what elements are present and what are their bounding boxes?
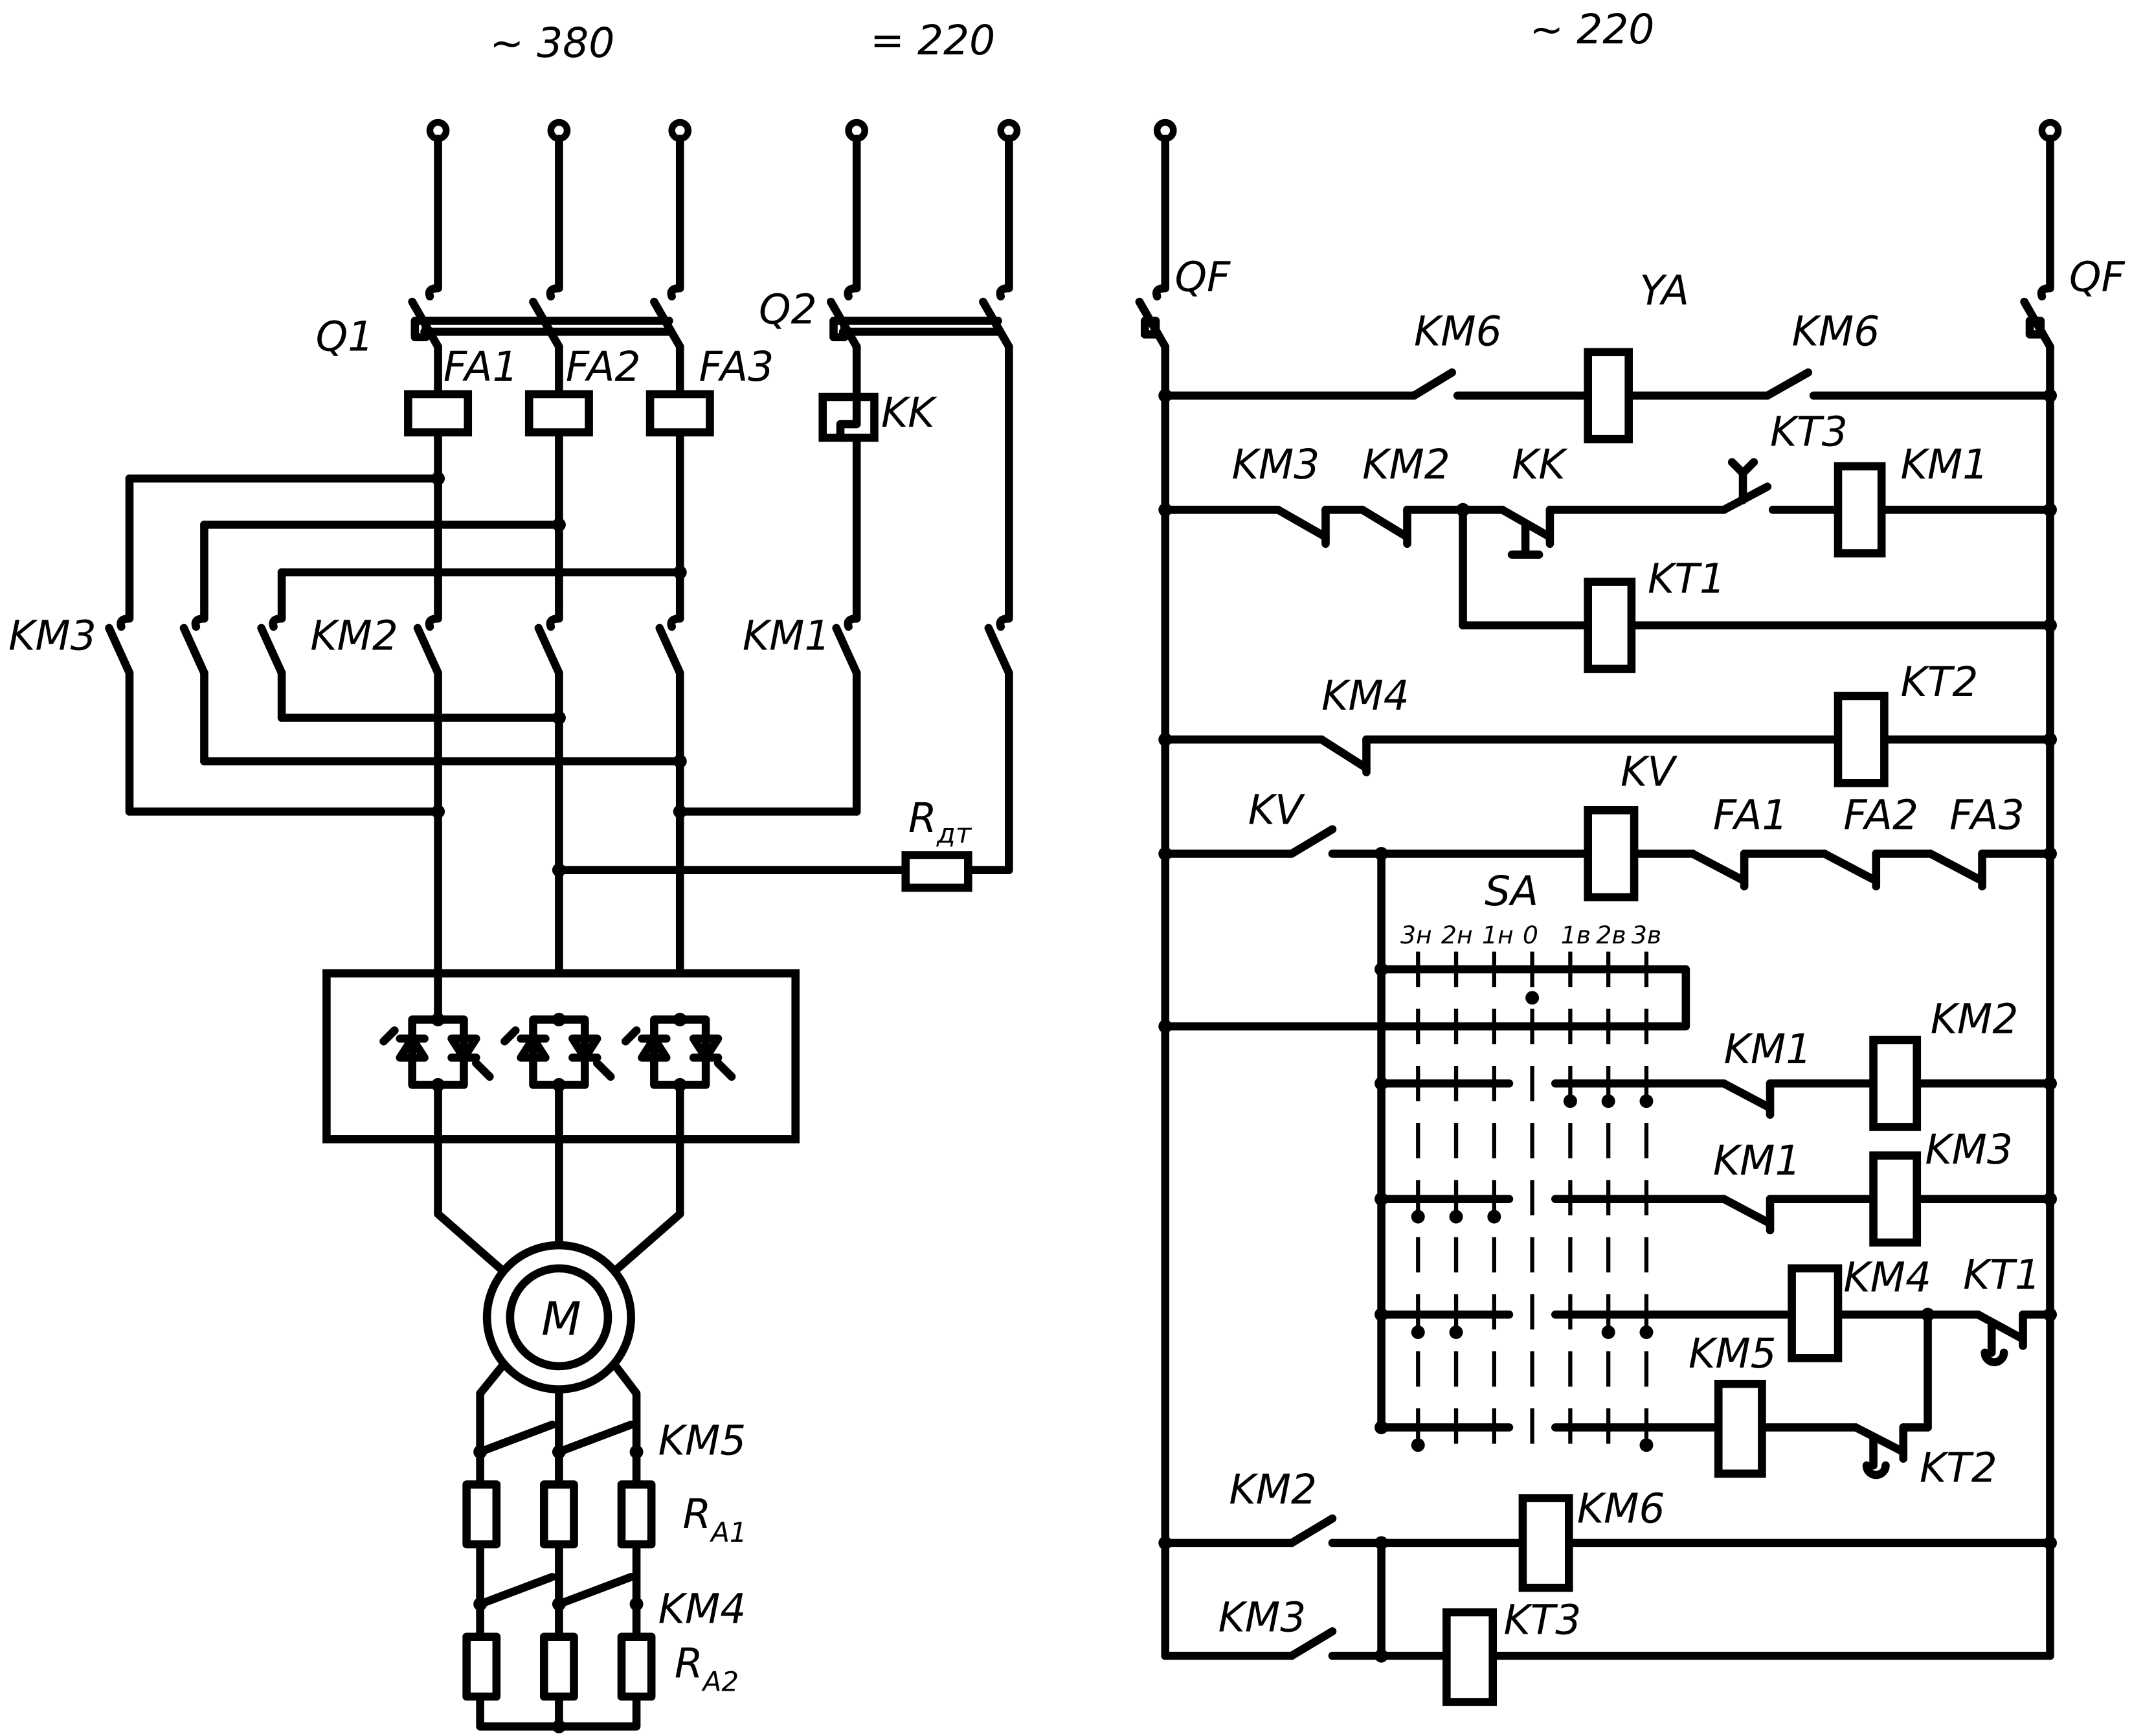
coil-km2	[1869, 1035, 1922, 1131]
rdt-label: Rдт	[908, 795, 972, 850]
rung-2	[1161, 458, 2054, 630]
supply-380-label: ~ 380	[489, 19, 614, 67]
coil-km4	[1788, 1264, 1843, 1362]
r5-fa1-label: FA1	[1713, 792, 1788, 839]
rung-7	[1377, 1195, 2054, 1235]
control-circuit: QF QF KM6 YA KM6	[1135, 118, 2126, 1706]
km2-power-label: KM2	[310, 613, 398, 660]
sa-pos-1v: 1в	[1561, 921, 1591, 949]
r8-km4-label: KM4	[1843, 1254, 1931, 1301]
r8-kt1-label: KT1	[1963, 1251, 2041, 1298]
r2-km3-label: KM3	[1232, 441, 1320, 488]
sa-pos-0: 0	[1523, 921, 1538, 949]
r11-km3-label: KM3	[1218, 1594, 1307, 1641]
power-circuit: Q1 Q2 FA1 FA2 FA3	[8, 118, 1021, 1733]
fuse-fa1	[404, 390, 473, 436]
r2-km1-label: KM1	[1901, 441, 1989, 488]
controller-sa: SA 3н 2н 1н 0 1в 2в 3в	[1158, 868, 1690, 1452]
q1-label: Q1	[316, 313, 374, 361]
motor-label: M	[541, 1292, 581, 1346]
thermal-relay-kk	[818, 392, 879, 442]
r6-km1-label: KM1	[1724, 1026, 1812, 1073]
breaker-q2	[826, 134, 1013, 351]
ya-label: YA	[1639, 267, 1689, 314]
q2-label: Q2	[759, 286, 817, 333]
resistor-rdt	[901, 851, 972, 892]
contact-km1-power	[832, 600, 1013, 677]
km3-power-label: KM3	[8, 613, 96, 660]
km1-power-label: KM1	[743, 613, 831, 660]
r7-km3-label: KM3	[1925, 1126, 2013, 1173]
r6-km2-label: KM2	[1931, 996, 2019, 1043]
timer-kt2	[1834, 692, 1889, 787]
km5-power-label: KM5	[658, 1417, 746, 1464]
timer-kt3	[1442, 1608, 1498, 1706]
sa-pos-3v: 3в	[1632, 921, 1661, 949]
rung-4	[1161, 735, 2054, 776]
fa1-label: FA1	[443, 343, 519, 390]
r5-kv-contact-label: KV	[1248, 786, 1305, 833]
fa2-label: FA2	[566, 343, 641, 390]
rung-9	[1377, 1423, 1932, 1480]
coil-km5	[1714, 1379, 1766, 1478]
r1-km6a-label: KM6	[1414, 308, 1502, 355]
r1-km6b-label: KM6	[1792, 308, 1880, 355]
coil-km6	[1518, 1494, 1573, 1592]
km4-power-label: KM4	[658, 1586, 746, 1633]
sa-pos-2n: 2н	[1441, 921, 1473, 949]
coil-km1	[1834, 462, 1886, 558]
sa-label: SA	[1485, 868, 1538, 915]
r5-fa2-label: FA2	[1843, 792, 1918, 839]
r11-kt3-label: KT3	[1504, 1597, 1582, 1644]
rung-11	[1161, 1627, 2054, 1660]
sa-pos-1n: 1н	[1482, 921, 1514, 949]
coil-km3	[1869, 1151, 1922, 1247]
r2-kk-label: KK	[1512, 441, 1568, 488]
ra2-label: RA2	[675, 1640, 739, 1698]
solenoid-ya	[1584, 348, 1633, 444]
r5-kv-coil-label: KV	[1621, 748, 1678, 795]
r5-fa3-label: FA3	[1949, 792, 2025, 839]
r9-kt2-label: KT2	[1920, 1444, 1997, 1491]
r4-km4-label: KM4	[1321, 672, 1409, 719]
r2-kt3-label: KT3	[1770, 409, 1848, 456]
kk-power-label: KK	[881, 389, 937, 436]
timer-kt1	[1584, 578, 1636, 673]
fuse-fa2	[524, 390, 593, 436]
relay-kv	[1584, 806, 1639, 901]
breaker-qf	[1135, 134, 2054, 1660]
r10-km2-label: KM2	[1229, 1466, 1317, 1513]
ra1-label: RA1	[682, 1491, 746, 1548]
rung-10	[1161, 1514, 2054, 1660]
breaker-q1	[408, 134, 684, 351]
rung-6	[1377, 1079, 2054, 1119]
contact-km2-power	[413, 600, 684, 677]
supply-ac220-label: ~ 220	[1529, 6, 1654, 53]
qf-left-label: QF	[1174, 253, 1231, 300]
rung-1	[1161, 368, 2054, 400]
fuse-fa3	[645, 390, 714, 436]
sa-pos-2v: 2в	[1596, 921, 1626, 949]
contact-km3-power	[105, 600, 286, 677]
sa-pos-3n: 3н	[1400, 921, 1432, 949]
r9-km5-label: KM5	[1689, 1330, 1777, 1377]
r7-km1-label: KM1	[1713, 1137, 1801, 1184]
qf-right-label: QF	[2069, 253, 2126, 300]
fa3-label: FA3	[699, 343, 774, 390]
rotor-resistor-network	[462, 1360, 656, 1731]
r4-kt2-label: KT2	[1901, 659, 1979, 706]
supply-dc220-label: = 220	[870, 17, 995, 64]
r10-km6-label: KM6	[1577, 1485, 1665, 1532]
r2-km2-label: KM2	[1362, 441, 1450, 488]
r3-kt1-label: KT1	[1648, 555, 1725, 602]
